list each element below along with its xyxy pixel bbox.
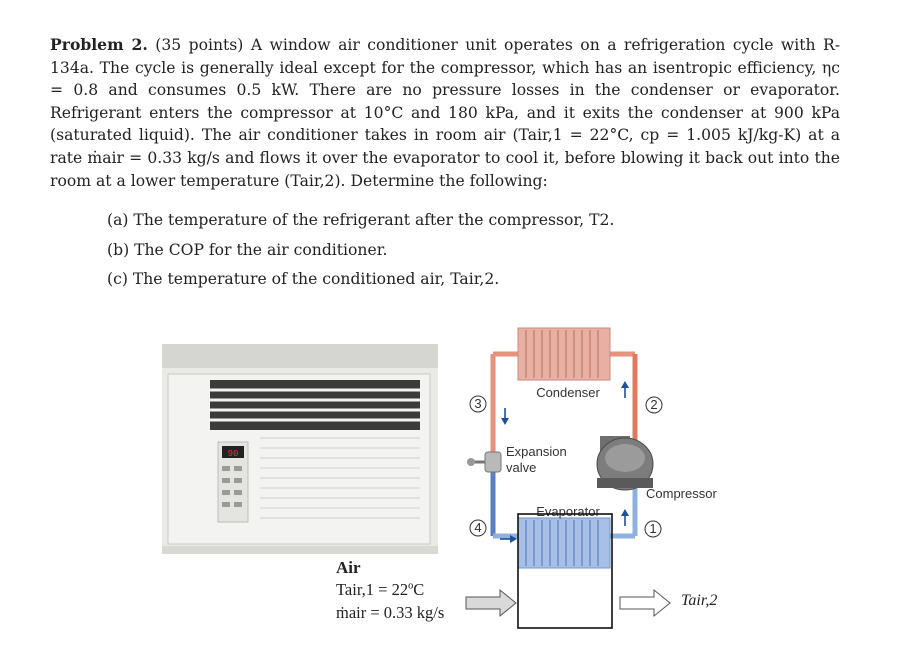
air-outlet-arrow	[619, 588, 671, 618]
window-ac-illustration: 90	[162, 344, 438, 554]
question-parts: (a) The temperature of the refrigerant a…	[107, 206, 614, 295]
svg-text:1: 1	[649, 521, 656, 536]
flow-arrows	[500, 381, 629, 543]
problem-statement: Problem 2. (35 points) A window air cond…	[50, 34, 840, 192]
expansion-label-line2: valve	[506, 460, 536, 475]
state-marker-3: 3	[469, 395, 487, 413]
evaporator-label: Evaporator	[536, 504, 600, 519]
evaporator-coil	[517, 517, 611, 569]
part-c: (c) The temperature of the conditioned a…	[107, 270, 500, 288]
refrigeration-cycle-figure: 90 Condenser	[162, 327, 717, 629]
compressor-icon	[596, 436, 654, 491]
part-a: (a) The temperature of the refrigerant a…	[107, 211, 615, 229]
air-mass-flow: ṁair = 0.33 kg/s	[336, 603, 445, 622]
air-outlet-label: Tair,2	[681, 592, 718, 609]
svg-text:3: 3	[474, 396, 481, 411]
condenser-label: Condenser	[536, 385, 600, 400]
air-inlet-temperature: Tair,1 = 22ºC	[336, 580, 425, 599]
state-marker-4: 4	[469, 519, 487, 537]
part-b: (b) The COP for the air conditioner.	[107, 240, 388, 259]
problem-title: Problem 2.	[50, 35, 148, 54]
air-inlet-arrow	[465, 588, 517, 618]
air-duct-box	[517, 513, 613, 629]
svg-text:2: 2	[650, 397, 657, 412]
state-marker-1: 1	[644, 520, 662, 538]
svg-text:4: 4	[474, 520, 481, 535]
problem-text: (35 points) A window air conditioner uni…	[50, 36, 840, 190]
air-inlet-info: Air Tair,1 = 22ºC ṁair = 0.33 kg/s	[336, 558, 444, 624]
compressor-label: Compressor	[646, 486, 717, 501]
expansion-label-line1: Expansion	[506, 444, 567, 459]
expansion-valve-icon	[467, 451, 502, 473]
ac-display-readout: 90	[228, 449, 239, 459]
air-title: Air	[336, 558, 361, 577]
state-marker-2: 2	[645, 396, 663, 414]
condenser-coil	[517, 327, 611, 381]
